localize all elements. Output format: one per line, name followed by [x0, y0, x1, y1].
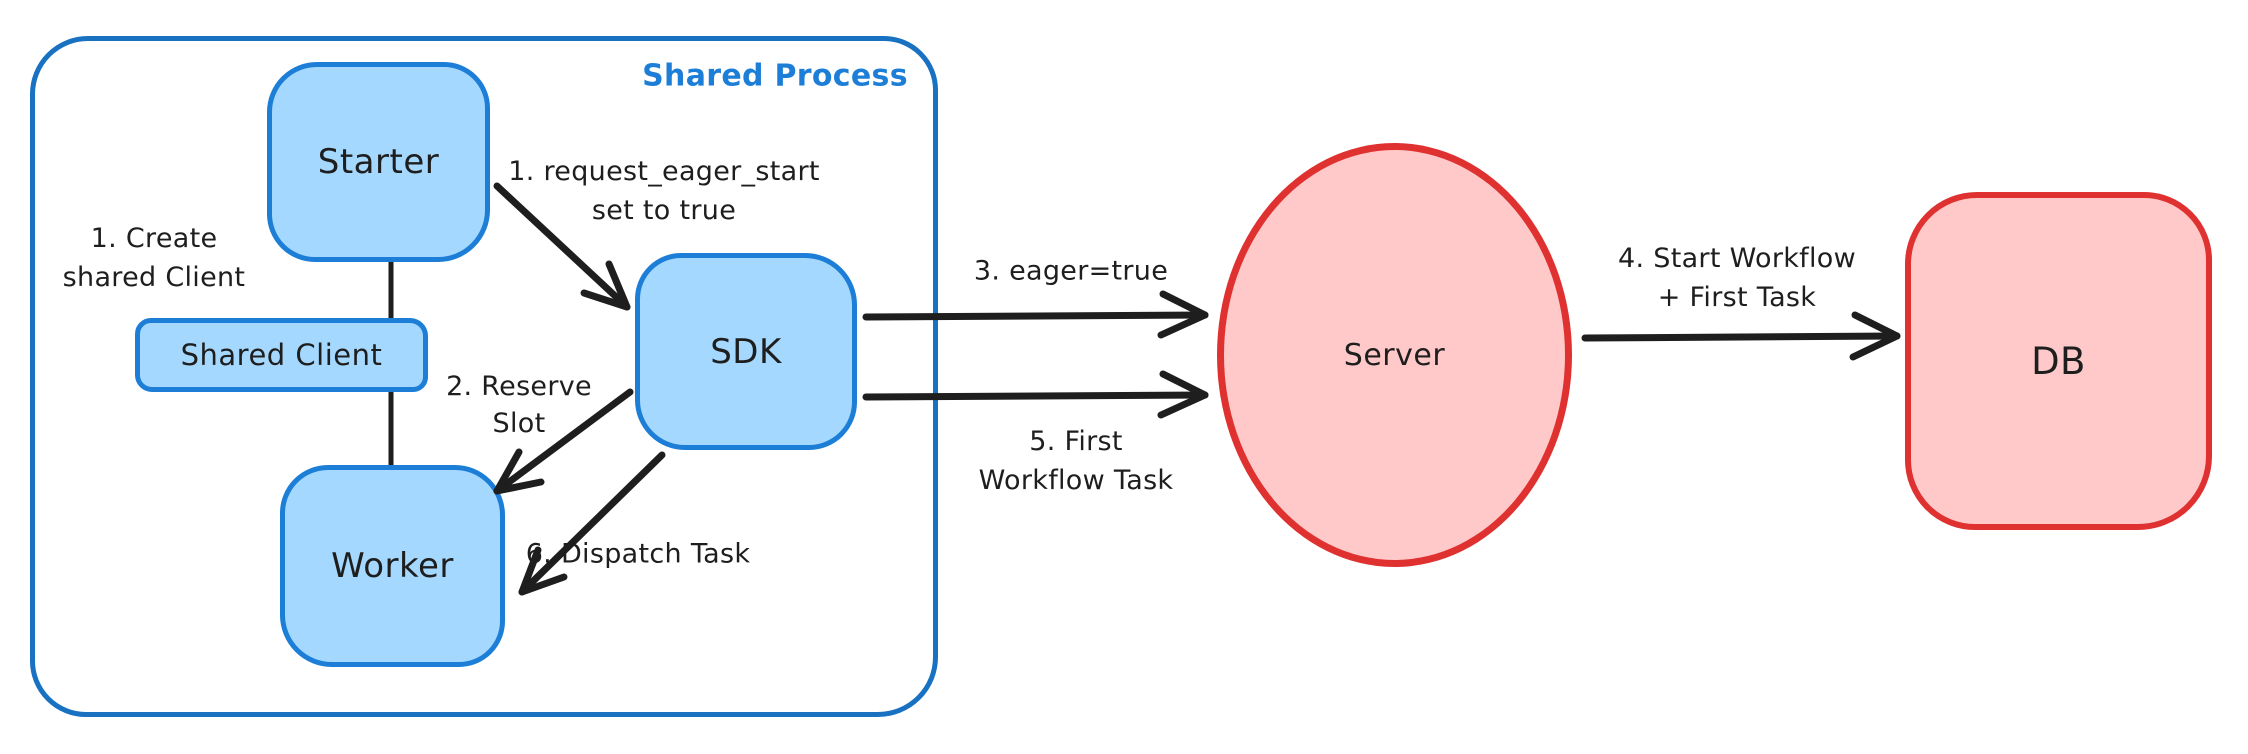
annotation-line: 5. First [1029, 426, 1123, 457]
starter-label: Starter [317, 142, 440, 182]
sdk-label: SDK [710, 331, 782, 372]
annotation-line: shared Client [62, 262, 246, 293]
annotation-first-workflow-task: 5. First Workflow Task [979, 422, 1174, 500]
node-db: DB [1905, 192, 2212, 530]
node-sdk: SDK [635, 253, 857, 450]
worker-label: Worker [331, 546, 454, 586]
db-label: DB [2031, 339, 2086, 383]
annotation-create-shared-client: 1. Create shared Client [63, 219, 246, 297]
annotation-dispatch-task: 6. Dispatch Task [525, 538, 751, 570]
server-label: Server [1343, 337, 1446, 373]
annotation-line: + First Task [1657, 282, 1817, 313]
shared-client-label: Shared Client [180, 338, 383, 372]
annotation-eager-true: 3. eager=true [973, 255, 1169, 287]
annotation-line: Slot [492, 408, 546, 439]
annotation-start-workflow: 4. Start Workflow + First Task [1618, 239, 1856, 317]
annotation-reserve-slot: 2. Reserve Slot [446, 368, 592, 442]
annotation-line: 2. Reserve [446, 371, 592, 402]
annotation-request-eager-start: 1. request_eager_start set to true [508, 152, 819, 230]
annotation-line: Workflow Task [978, 465, 1174, 496]
node-shared-client: Shared Client [135, 318, 428, 392]
annotation-line: set to true [591, 195, 737, 226]
node-starter: Starter [267, 62, 490, 262]
shared-process-label: Shared Process [642, 58, 908, 94]
annotation-line: 1. Create [90, 223, 218, 254]
node-worker: Worker [280, 465, 505, 667]
annotation-line: 1. request_eager_start [508, 156, 820, 187]
arrow-start-workflow [1581, 311, 1901, 361]
node-server: Server [1217, 143, 1572, 567]
annotation-line: 4. Start Workflow [1618, 243, 1856, 274]
shared-process-container [30, 36, 938, 717]
